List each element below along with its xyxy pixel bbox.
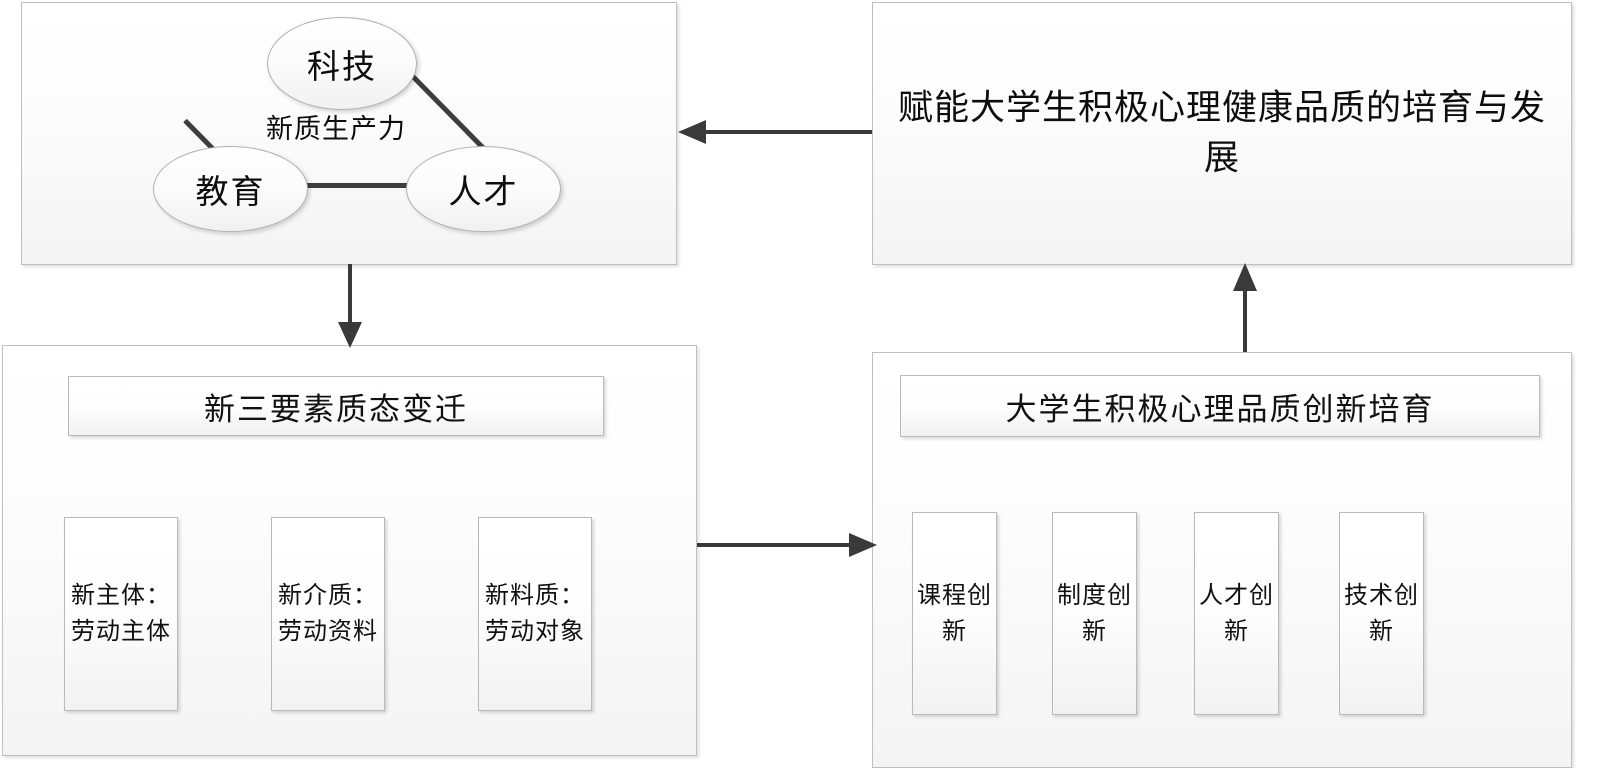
edge-education-talent bbox=[300, 183, 414, 188]
panel-cultivation-and-development: 赋能大学生积极心理健康品质的培育与发展 bbox=[872, 2, 1572, 265]
arrow-top-right-to-top-left bbox=[678, 120, 872, 144]
node-technology[interactable]: 科技 bbox=[267, 17, 417, 110]
card-technology-innovation[interactable]: 技术创新 bbox=[1339, 512, 1424, 715]
header-innovation-label: 大学生积极心理品质创新培育 bbox=[1005, 391, 1435, 427]
node-technology-label: 科技 bbox=[307, 49, 377, 86]
cultivation-statement-text: 赋能大学生积极心理健康品质的培育与发展 bbox=[897, 87, 1546, 178]
card-system-innovation-label: 制度创新 bbox=[1057, 582, 1132, 645]
card-new-medium[interactable]: 新介质：劳动资料 bbox=[271, 517, 385, 711]
node-education-label: 教育 bbox=[195, 175, 266, 211]
arrow-bottom-right-to-top-right bbox=[1233, 263, 1257, 350]
node-education[interactable]: 教育 bbox=[153, 146, 308, 232]
card-new-material-label: 新料质：劳动对象 bbox=[485, 583, 585, 645]
card-new-medium-label: 新介质：劳动资料 bbox=[278, 583, 378, 645]
panel-new-quality-productive-forces: 科技 教育 人才 新质生产力 bbox=[21, 2, 677, 265]
node-talent[interactable]: 人才 bbox=[406, 146, 561, 232]
card-talent-innovation-label: 人才创新 bbox=[1199, 582, 1274, 645]
node-talent-label: 人才 bbox=[448, 175, 519, 211]
card-curriculum-innovation-label: 课程创新 bbox=[917, 582, 992, 645]
header-positive-psychology-innovation[interactable]: 大学生积极心理品质创新培育 bbox=[900, 375, 1540, 437]
arrow-bottom-left-to-bottom-right bbox=[697, 533, 877, 557]
card-new-material[interactable]: 新料质：劳动对象 bbox=[478, 517, 592, 711]
card-new-subject-label: 新主体：劳动主体 bbox=[71, 583, 171, 645]
card-new-subject[interactable]: 新主体：劳动主体 bbox=[64, 517, 178, 711]
label-new-quality-productive-forces: 新质生产力 bbox=[266, 114, 406, 144]
arrow-top-left-to-bottom-left bbox=[338, 264, 362, 348]
card-technology-innovation-label: 技术创新 bbox=[1344, 582, 1419, 645]
card-talent-innovation[interactable]: 人才创新 bbox=[1194, 512, 1279, 715]
card-curriculum-innovation[interactable]: 课程创新 bbox=[912, 512, 997, 715]
card-system-innovation[interactable]: 制度创新 bbox=[1052, 512, 1137, 715]
header-three-elements-label: 新三要素质态变迁 bbox=[204, 391, 468, 427]
header-three-elements-transition[interactable]: 新三要素质态变迁 bbox=[68, 376, 604, 436]
